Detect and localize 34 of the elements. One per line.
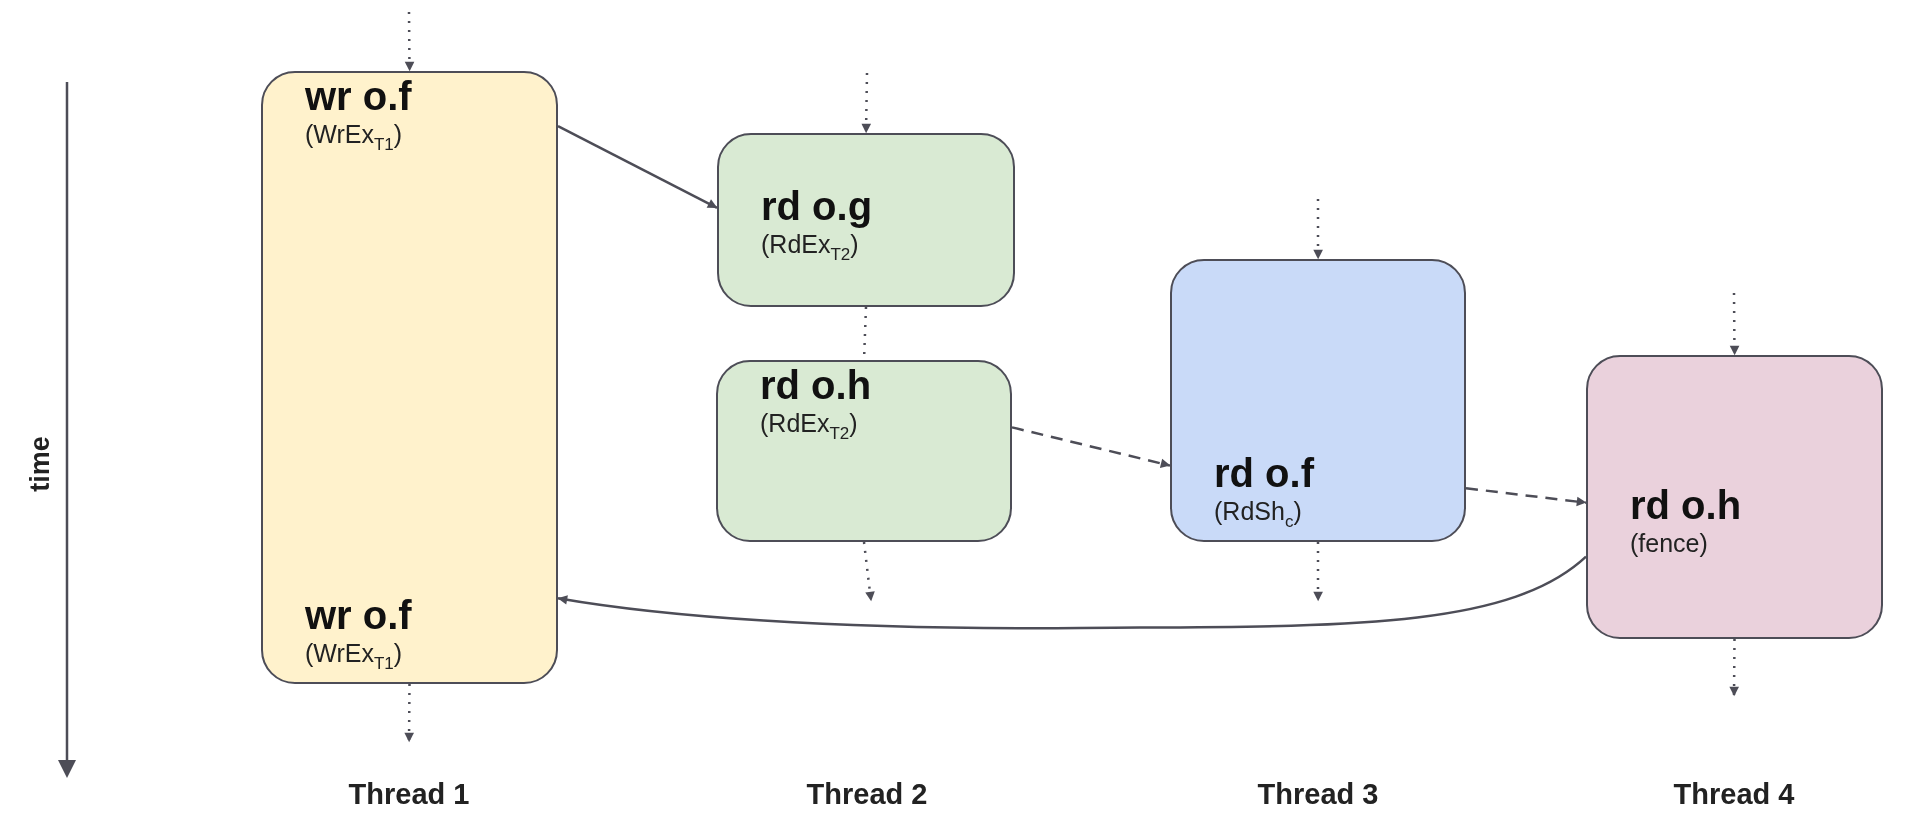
lock-mode-label: (fence) [1630,528,1709,558]
operation-label: wr o.f [305,73,413,119]
process-box [717,133,1015,307]
arrow [557,125,718,209]
arrow [1465,487,1587,507]
operation-label: wr o.f [305,592,413,638]
operation-label: rd o.h [760,362,873,408]
arrow [1313,199,1323,260]
arrow [1313,542,1323,602]
lock-mode-label: (WrEx$_{T1}$) [305,119,404,149]
axis-label: time [24,436,56,492]
arrow [1729,293,1740,356]
thread-label: Thread 3 [1257,778,1379,811]
lock-mode-label: (RdEx$_{T2}$) [760,408,859,438]
process-box [261,71,558,684]
lock-mode-label: (RdEx$_{T2}$) [761,229,860,259]
process-box [716,360,1012,542]
lock-mode-label: (WrEx$_{T1}$) [305,638,404,668]
thread-label: Thread 4 [1673,778,1795,811]
operation-label: rd o.g [761,183,874,229]
arrow [1011,426,1171,468]
arrow [404,12,415,72]
arrow [557,555,1587,630]
lock-mode-label: (RdSh$_{c}$) [1214,496,1303,526]
arrow [862,541,875,602]
operation-label: rd o.h [1630,482,1743,528]
process-box [1586,355,1883,639]
arrow [1729,639,1739,697]
thread-label: Thread 2 [806,778,928,811]
arrow [861,72,872,134]
thread-label: Thread 1 [348,778,470,811]
arrow [404,684,414,743]
process-box [1170,259,1466,542]
operation-label: rd o.f [1214,450,1316,496]
